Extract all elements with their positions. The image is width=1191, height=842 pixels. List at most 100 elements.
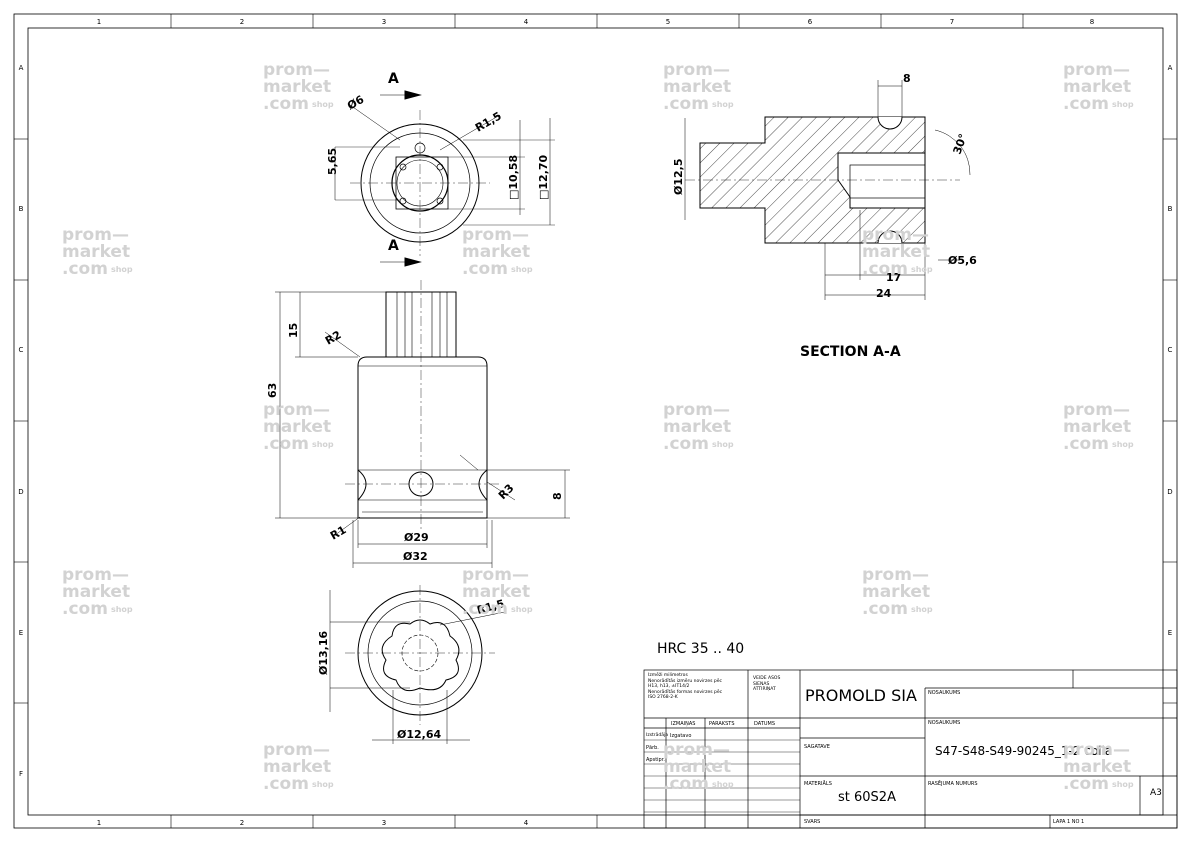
row-label: D: [18, 488, 23, 496]
watermark-line: prom—: [663, 60, 730, 80]
dim-label: 30°: [951, 132, 970, 156]
watermark-com: .com: [462, 599, 508, 619]
watermark-line: prom—: [462, 565, 529, 585]
inner-border: [27, 27, 1164, 816]
row-label-right: B: [1168, 205, 1173, 213]
watermark-line: prom—: [263, 400, 330, 420]
watermark-line: market: [1063, 77, 1132, 97]
row-label-right: A: [1168, 64, 1173, 72]
watermark-shop: shop: [1111, 100, 1134, 109]
tolerance-note: H13, h13, ±IT14/2: [648, 684, 690, 689]
watermark-shop: shop: [311, 440, 334, 449]
watermark-com: .com: [1063, 94, 1109, 114]
edge-note-line: VEIDE ASOS: [753, 676, 781, 681]
nosaukums-top-label: NOSAUKUMS: [928, 690, 961, 696]
watermark-line: prom—: [862, 565, 929, 585]
watermark-line: prom—: [663, 740, 730, 760]
watermark-shop: shop: [711, 780, 734, 789]
watermark-shop: shop: [711, 100, 734, 109]
watermark-line: prom—: [62, 565, 129, 585]
hardness-note: HRC 35 .. 40: [657, 641, 744, 657]
watermark-com: .com: [862, 259, 908, 279]
dim-label: Ø13,16: [317, 631, 330, 675]
dim-label: Ø5,6: [948, 254, 977, 267]
sheet-size: A3: [1150, 788, 1162, 798]
row-label-right: D: [1167, 488, 1172, 496]
watermark-com: .com: [263, 774, 309, 794]
row-parbaudija: Pārb.: [646, 745, 659, 751]
row-label: F: [19, 770, 23, 778]
watermark-shop: shop: [311, 100, 334, 109]
row-apstiprinaja: Apstipr.: [646, 757, 665, 763]
watermark-line: market: [862, 582, 931, 602]
watermark-line: prom—: [462, 225, 529, 245]
col-label: 6: [808, 18, 813, 26]
part-name: S47-S48-S49-90245_1-2 colla: [935, 744, 1113, 758]
dim-label: 63: [266, 383, 279, 398]
watermark-com: .com: [62, 599, 108, 619]
tolerance-notes: Izmēži milimetros Nenorādītās izmēru nov…: [648, 673, 722, 701]
col-label: 2: [240, 18, 244, 26]
watermark-com: .com: [263, 434, 309, 454]
svars-label: SVARS: [804, 819, 821, 825]
dim-label: 24: [876, 287, 892, 300]
watermark-line: market: [663, 417, 732, 437]
col-paraksts: PARAKSTS: [709, 721, 735, 727]
row-label: E: [19, 629, 23, 637]
section-marker: A: [388, 71, 399, 87]
dim-label: Ø32: [403, 550, 428, 563]
watermark-line: prom—: [62, 225, 129, 245]
row-label: C: [19, 346, 24, 354]
row-label-right: E: [1168, 629, 1172, 637]
watermark-line: prom—: [1063, 400, 1130, 420]
watermark-shop: shop: [910, 265, 933, 274]
watermark-com: .com: [862, 599, 908, 619]
row-izstradaja-value: Izgatavo: [670, 733, 692, 739]
watermark-com: .com: [462, 259, 508, 279]
dim-label: R1,5: [473, 109, 504, 134]
dim-label: 8: [903, 72, 911, 85]
watermark-com: .com: [1063, 434, 1109, 454]
section-title: SECTION A-A: [800, 344, 901, 360]
tolerance-note: ISO 2768-2-K: [648, 695, 678, 700]
watermark-shop: shop: [510, 265, 533, 274]
col-label: 1: [97, 18, 101, 26]
watermark-line: market: [263, 757, 332, 777]
watermark-line: prom—: [663, 400, 730, 420]
watermark-shop: shop: [110, 605, 133, 614]
bottom-view: [329, 585, 506, 744]
col-label-bottom: 3: [382, 819, 386, 827]
watermark-shop: shop: [110, 265, 133, 274]
col-label-bottom: 1: [97, 819, 101, 827]
section-marker: A: [388, 238, 399, 254]
col-datums: DATUMS: [754, 721, 775, 727]
watermark-shop: shop: [510, 605, 533, 614]
watermark-line: market: [663, 77, 732, 97]
dim-label: 5,65: [326, 148, 339, 175]
watermark-com: .com: [263, 94, 309, 114]
row-izstradaja: Izstrādāja: [646, 733, 669, 738]
dim-label: 15: [287, 323, 300, 338]
watermark-line: market: [1063, 757, 1132, 777]
watermark-com: .com: [62, 259, 108, 279]
edge-note: VEIDE ASOS SIENAS ATTIRIŅAT: [753, 676, 780, 693]
